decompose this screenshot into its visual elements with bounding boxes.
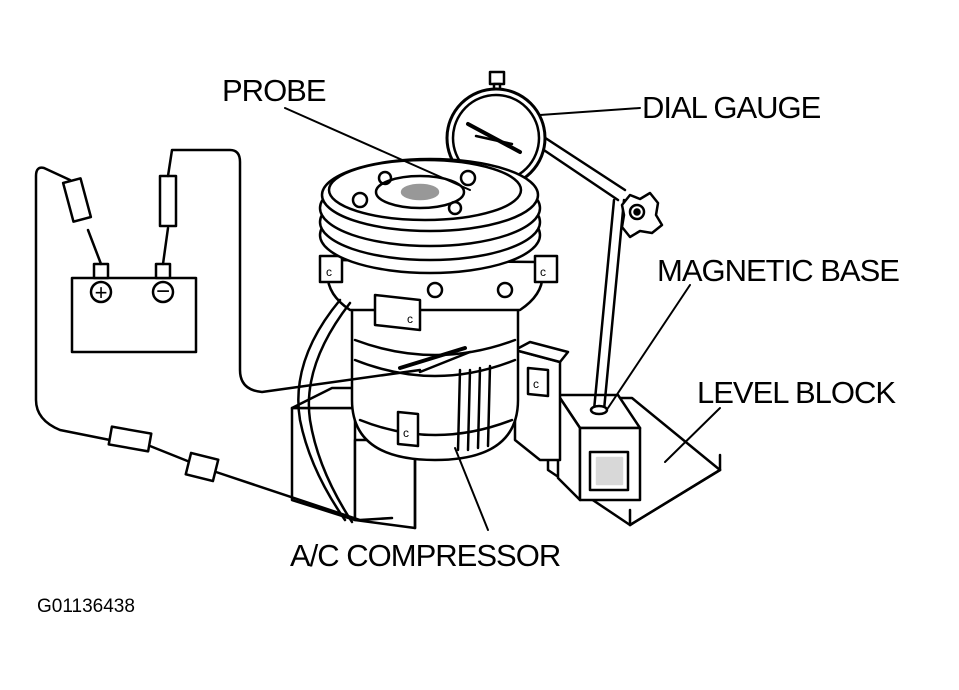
figure-code: G01136438 (37, 596, 135, 617)
right-support-block (513, 340, 570, 462)
bracket-mark: c (540, 265, 546, 279)
battery-negative-symbol: − (156, 278, 170, 305)
magnetic-base-leader (607, 284, 691, 409)
bracket-mark: c (326, 265, 332, 279)
ac-compressor-label: A/C COMPRESSOR (290, 538, 561, 573)
compressor-mounts (318, 254, 559, 448)
left-support-block (290, 386, 417, 530)
bracket-mark: c (403, 426, 409, 440)
probe-label: PROBE (222, 73, 327, 108)
battery-positive-symbol: + (95, 280, 108, 305)
bracket-mark: c (407, 312, 413, 326)
probe-leader (284, 107, 471, 191)
compressor-body (350, 298, 520, 462)
dial-gauge-label: DIAL GAUGE (642, 90, 821, 125)
callout-leaders (284, 107, 721, 531)
bracket-mark: c (533, 377, 539, 391)
level-block-label: LEVEL BLOCK (697, 375, 896, 410)
wiring (34, 148, 472, 524)
pulley (318, 157, 542, 275)
level-block-leader (664, 407, 721, 463)
battery (70, 262, 198, 354)
magnetic-base-label: MAGNETIC BASE (657, 253, 900, 288)
ac-compressor-leader (454, 447, 489, 531)
dial-gauge-leader (539, 107, 641, 116)
